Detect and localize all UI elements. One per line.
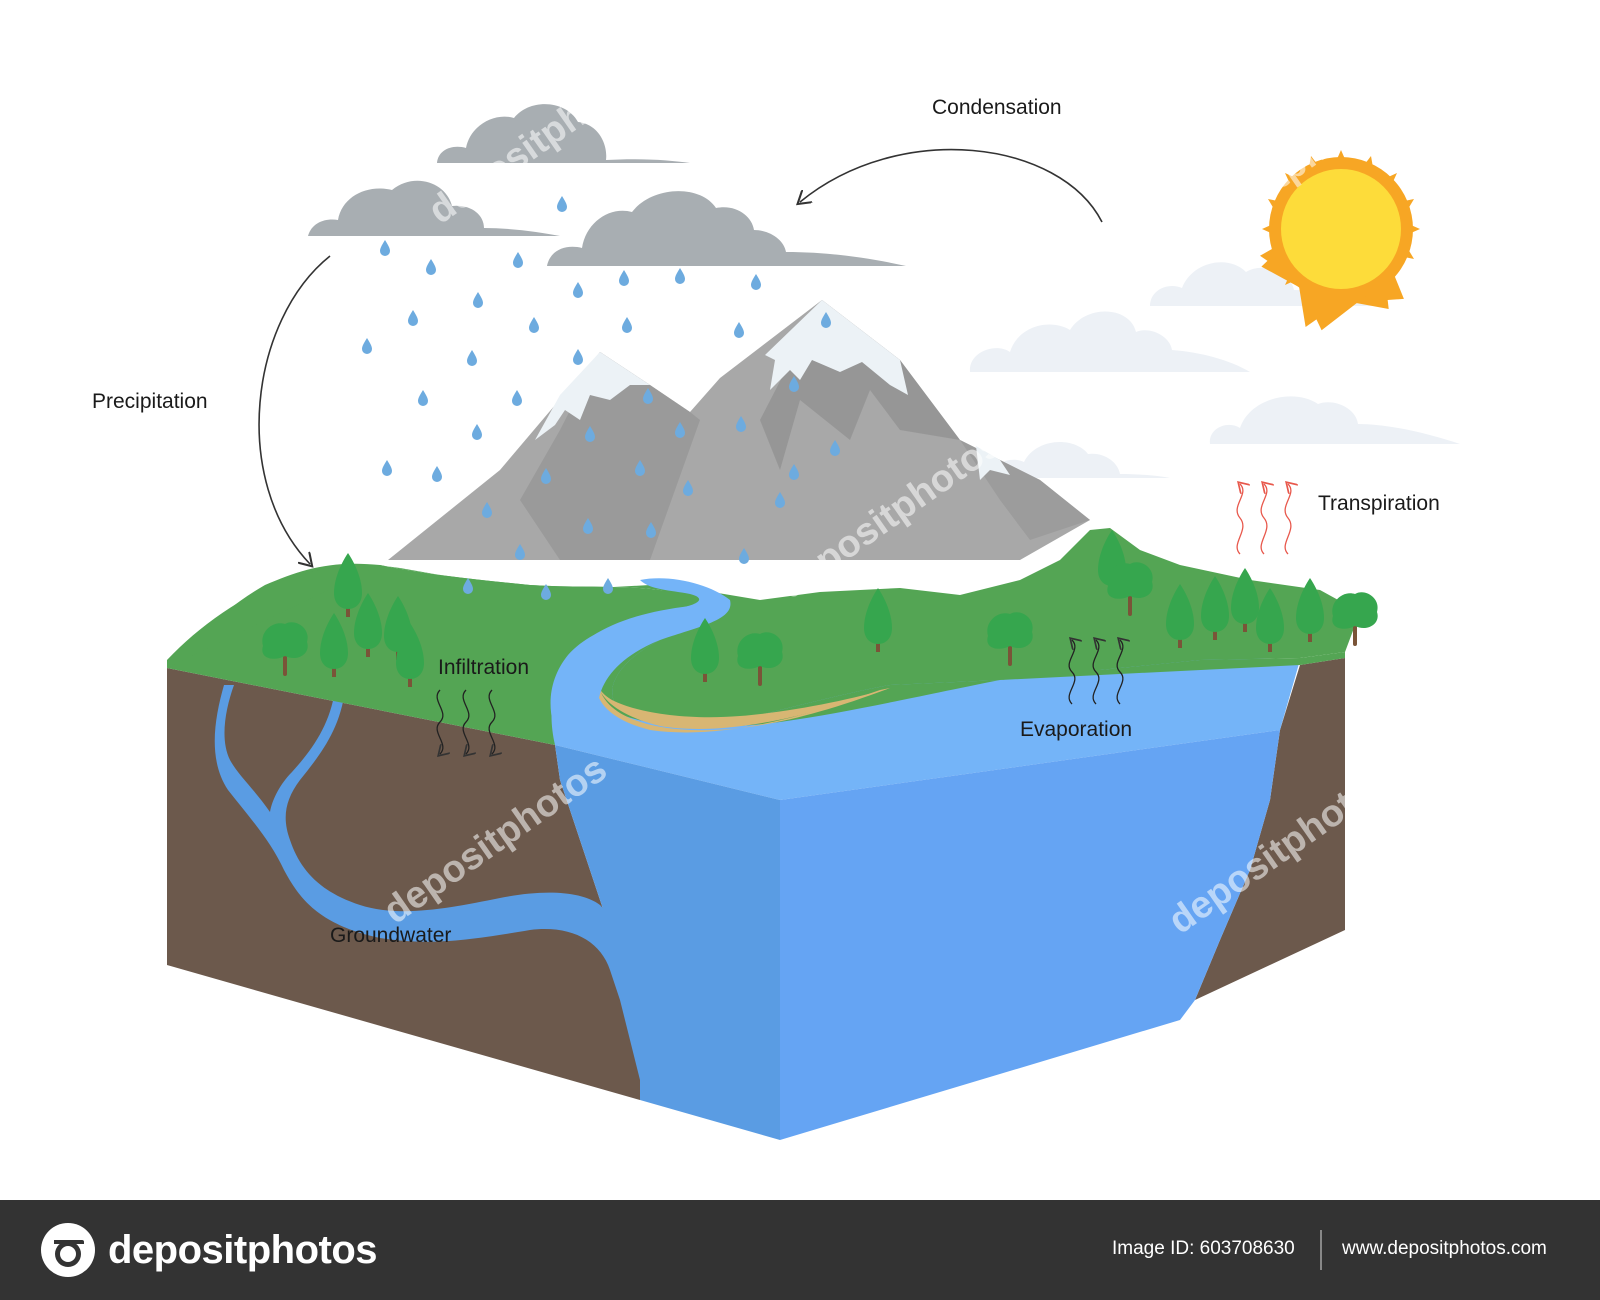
label-condensation: Condensation [932,96,1062,119]
site-url-link[interactable]: www.depositphotos.com [1342,1238,1547,1259]
rain-clouds [308,104,906,266]
water-cycle-diagram: Condensation Precipitation Transpiration… [0,48,1460,1140]
evaporation-arrows [1068,640,1123,705]
infiltration-arrows [436,689,495,754]
image-id: Image ID: 603708630 [1112,1238,1295,1259]
soil-cross-section [167,658,1345,1100]
process-labels: Condensation Precipitation Transpiration… [92,96,1440,947]
sun-icon [1260,150,1420,331]
water-body [544,600,1300,1140]
stock-footer: depositphotos Image ID: 603708630 www.de… [0,1200,1600,1300]
condensation-arrow [800,148,1103,223]
process-arrows [258,148,1291,754]
label-precipitation: Precipitation [92,390,208,413]
transpiration-arrows [1236,484,1291,555]
label-transpiration: Transpiration [1318,492,1440,515]
footer-divider [1320,1230,1322,1270]
precipitation-arrow [258,255,331,564]
label-groundwater: Groundwater [330,924,451,947]
brand-name: depositphotos [108,1227,378,1272]
depositphotos-logo[interactable]: depositphotos [40,1222,378,1278]
river [550,578,731,745]
camera-logo-icon [41,1223,95,1277]
label-infiltration: Infiltration [438,656,529,679]
watermark-6: depositphotos [0,423,225,608]
watermark-1: depositphotos [421,48,660,233]
groundwater-channels [214,685,640,1080]
label-evaporation: Evaporation [1020,718,1132,741]
grass-land [167,528,1360,745]
